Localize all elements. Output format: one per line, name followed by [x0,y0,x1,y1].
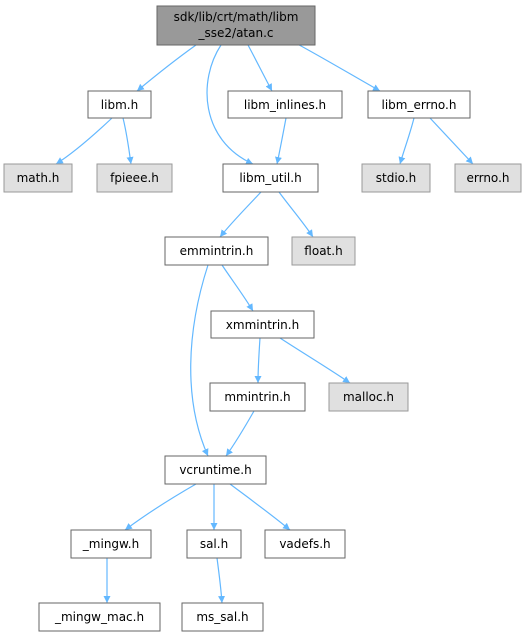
edge-libm-h-to-fpieee-h [122,117,134,165]
node-xmmintrin-h[interactable]: xmmintrin.h [210,310,315,339]
node-stdio-h[interactable]: stdio.h [361,163,431,193]
node-atan-c-label-line1: sdk/lib/crt/math/libm [174,10,299,24]
edge-libm-util-h-to-float-h [278,191,314,238]
edges-layer [55,39,474,604]
node-float-h-label: float.h [304,244,342,258]
node-libm-util-h[interactable]: libm_util.h [222,163,319,193]
node-vadefs-h[interactable]: vadefs.h [264,529,346,559]
node-vcruntime-h-label: vcruntime.h [179,463,251,477]
node-float-h[interactable]: float.h [291,236,356,266]
node-mingw-mac-h[interactable]: _mingw_mac.h [38,602,161,632]
node-emmintrin-h-label: emmintrin.h [180,244,254,258]
edge-mmintrin-h-to-vcruntime-h [225,410,255,457]
edge-xmmintrin-h-to-mmintrin-h [254,337,262,384]
node-sal-h[interactable]: sal.h [186,529,242,559]
node-mingw-mac-h-label: _mingw_mac.h [54,610,144,624]
node-stdio-h-label: stdio.h [376,171,416,185]
node-mmintrin-h-label: mmintrin.h [224,390,290,404]
node-libm-h[interactable]: libm.h [87,90,152,119]
edge-libm-util-h-to-emmintrin-h [219,191,262,238]
node-libm-errno-h[interactable]: libm_errno.h [367,90,471,119]
node-libm-inlines-h[interactable]: libm_inlines.h [227,90,343,119]
edge-libm-inlines-h-to-libm-util-h [275,117,287,165]
node-libm-inlines-h-label: libm_inlines.h [244,98,326,112]
node-libm-h-label: libm.h [101,98,138,112]
node-ms-sal-h-label: ms_sal.h [196,610,248,624]
node-xmmintrin-h-label: xmmintrin.h [226,318,299,332]
node-emmintrin-h[interactable]: emmintrin.h [164,236,269,266]
node-libm-errno-h-label: libm_errno.h [382,98,457,112]
nodes-layer: sdk/lib/crt/math/libm _sse2/atan.c libm.… [3,5,522,632]
node-fpieee-h-label: fpieee.h [110,171,159,185]
edge-atan-c-to-libm-errno-h [289,39,381,92]
node-math-h[interactable]: math.h [3,163,73,193]
edge-atan-c-to-libm-util-h [206,44,254,165]
node-mmintrin-h[interactable]: mmintrin.h [209,382,306,412]
node-libm-util-h-label: libm_util.h [239,171,301,185]
node-vadefs-h-label: vadefs.h [279,537,330,551]
node-vcruntime-h[interactable]: vcruntime.h [164,455,267,485]
node-ms-sal-h[interactable]: ms_sal.h [181,602,264,632]
edge-sal-h-to-ms-sal-h [216,557,226,604]
node-atan-c-label-line2: _sse2/atan.c [198,26,274,40]
node-math-h-label: math.h [17,171,60,185]
node-sal-h-label: sal.h [200,537,228,551]
edge-libm-errno-h-to-errno-h [429,117,474,165]
node-malloc-h-label: malloc.h [343,390,394,404]
edge-atan-c-to-libm-h [136,44,197,92]
node-fpieee-h[interactable]: fpieee.h [96,163,173,193]
node-malloc-h[interactable]: malloc.h [328,382,409,412]
edge-libm-errno-h-to-stdio-h [398,117,415,165]
edge-vcruntime-h-to-vadefs-h [229,483,291,531]
node-errno-h-label: errno.h [467,171,510,185]
edge-libm-h-to-math-h [55,117,113,165]
edge-atan-c-to-libm-inlines-h [247,44,273,92]
node-errno-h[interactable]: errno.h [454,163,522,193]
node-atan-c[interactable]: sdk/lib/crt/math/libm _sse2/atan.c [156,5,316,46]
node-mingw-h[interactable]: _mingw.h [70,529,152,559]
edge-vcruntime-h-to-mingw-h [124,483,197,531]
edge-xmmintrin-h-to-malloc-h [279,337,351,384]
edge-emmintrin-h-to-vcruntime-h [190,264,209,457]
edge-emmintrin-h-to-xmmintrin-h [221,264,254,312]
node-mingw-h-label: _mingw.h [82,537,139,551]
